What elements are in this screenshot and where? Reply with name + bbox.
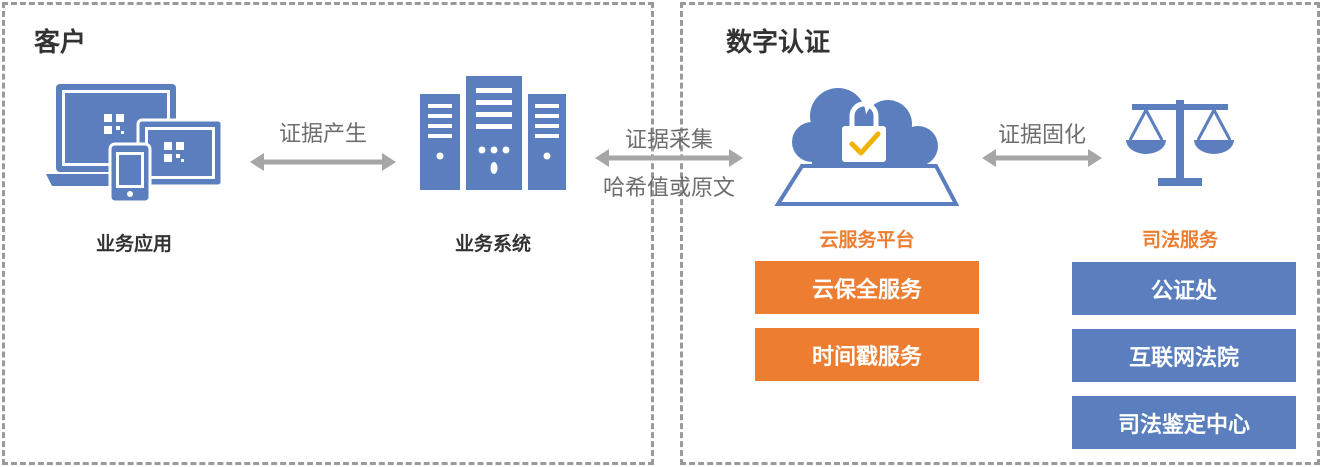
judicial-appraisal-center-box: 司法鉴定中心	[1072, 396, 1296, 449]
cloud-lock-icon	[774, 88, 960, 206]
server-icon	[420, 76, 566, 190]
evidence-solidify-arrow	[982, 149, 1102, 167]
business-system-label: 业务系统	[454, 233, 531, 255]
internet-court-box: 互联网法院	[1072, 329, 1296, 382]
scales-icon	[1126, 100, 1234, 186]
business-app-label: 业务应用	[95, 233, 172, 255]
customer-panel-title: 客户	[34, 28, 87, 58]
evidence-solidify-label: 证据固化	[997, 123, 1086, 148]
devices-icon	[46, 84, 224, 204]
customer-panel	[2, 2, 654, 465]
cloud-preservation-service-box: 云保全服务	[755, 261, 979, 314]
notary-office-box: 公证处	[1072, 262, 1296, 315]
evidence-collection-arrow	[595, 149, 743, 167]
evidence-generation-arrow	[250, 153, 396, 171]
digital-auth-panel	[680, 2, 1320, 465]
hash-or-original-label: 哈希值或原文	[602, 176, 735, 201]
cloud-platform-label: 云服务平台	[819, 229, 915, 251]
evidence-collection-label: 证据采集	[624, 128, 713, 153]
digital-auth-panel-title: 数字认证	[726, 28, 831, 58]
evidence-generation-label: 证据产生	[278, 122, 367, 147]
timestamp-service-box: 时间戳服务	[755, 328, 979, 381]
judicial-service-label: 司法服务	[1141, 229, 1218, 251]
